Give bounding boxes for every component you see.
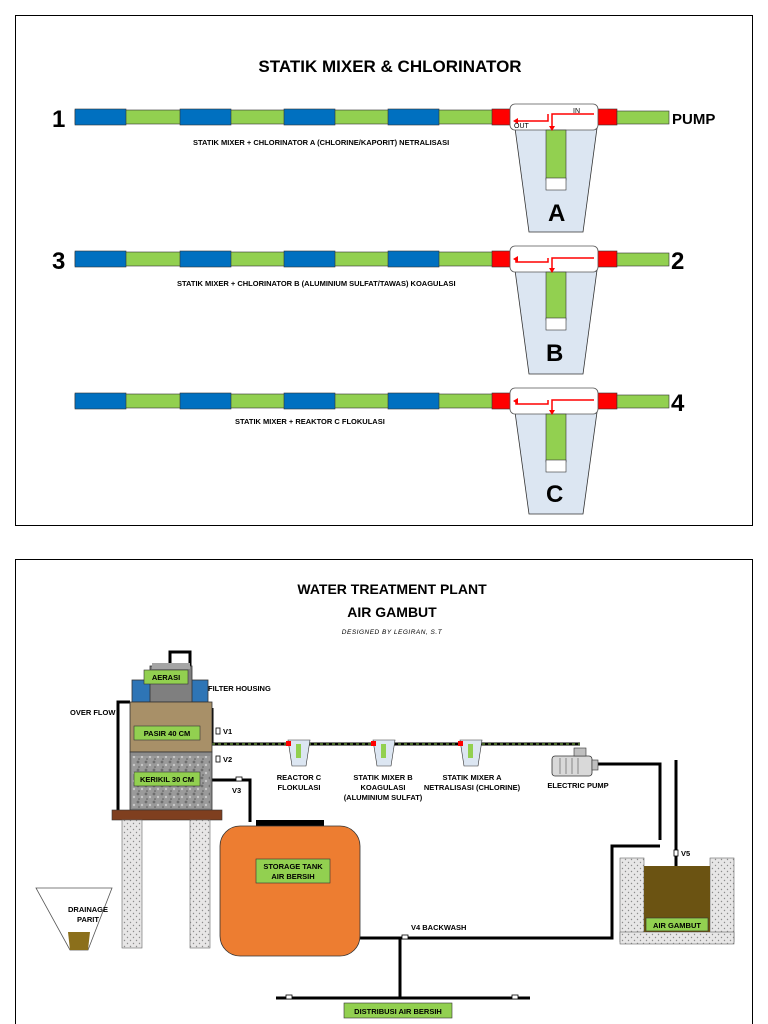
reactor-c-label: REACTOR C xyxy=(277,773,322,782)
filter-housing-label: FILTER HOUSING xyxy=(208,684,271,693)
netralisasi-label: NETRALISASI (CHLORINE) xyxy=(424,783,521,792)
static-mixer-segment xyxy=(387,108,440,126)
row-3-caption: STATIK MIXER + REAKTOR C FLOKULASI xyxy=(235,417,385,426)
wtp-panel xyxy=(15,559,753,1024)
row-2-caption: STATIK MIXER + CHLORINATOR B (ALUMINIUM … xyxy=(177,279,456,288)
valve-v5-label: V5 xyxy=(681,849,690,858)
distribusi-label: DISTRIBUSI AIR BERSIH xyxy=(354,1007,442,1016)
out-label: OUT xyxy=(514,123,530,130)
static-mixer-segment xyxy=(74,250,127,268)
valve-v1-label: V1 xyxy=(223,727,232,736)
valve-fitting xyxy=(596,108,618,126)
valve-fitting xyxy=(491,392,513,410)
row-number-2: 2 xyxy=(671,248,684,275)
top-title: STATIK MIXER & CHLORINATOR xyxy=(258,57,521,76)
wtp-title: WATER TREATMENT PLANT xyxy=(297,581,487,597)
row-1-caption: STATIK MIXER + CHLORINATOR A (CHLORINE/K… xyxy=(193,138,449,147)
valve-fitting xyxy=(491,108,513,126)
row-number-1: 1 xyxy=(52,106,65,133)
reactor-label-b: B xyxy=(546,340,563,367)
row-number-4: 4 xyxy=(671,390,685,417)
mixer-row-2: B 3 2 STATIK MIXER + CHLORINATOR B (ALUM… xyxy=(52,245,684,375)
valve-fitting xyxy=(596,392,618,410)
static-mixer-segment xyxy=(179,108,232,126)
storage-tank-label: STORAGE TANK xyxy=(263,862,323,871)
over-flow-label: OVER FLOW xyxy=(70,708,116,717)
flokulasi-label: FLOKULASI xyxy=(278,783,321,792)
static-mixer-segment xyxy=(74,108,127,126)
drainage-label: DRAINAGE xyxy=(68,905,108,914)
valve-fitting xyxy=(491,250,513,268)
static-mixer-panel xyxy=(15,15,753,526)
valve-v2-label: V2 xyxy=(223,755,232,764)
static-mixer-segment xyxy=(179,392,232,410)
mixer-b-unit xyxy=(371,739,396,767)
static-mixer-segment xyxy=(283,392,336,410)
row-number-3: 3 xyxy=(52,248,65,275)
mixer-a-unit xyxy=(458,739,483,767)
static-mixer-segment xyxy=(179,250,232,268)
static-mixer-segment xyxy=(283,108,336,126)
valve-fitting xyxy=(596,250,618,268)
reactor-label-c: C xyxy=(546,481,563,508)
static-mixer-segment xyxy=(387,250,440,268)
static-mixer-segment xyxy=(283,250,336,268)
valve-v3-label: V3 xyxy=(232,786,241,795)
pasir-label: PASIR 40 CM xyxy=(144,729,191,738)
air-gambut-label: AIR GAMBUT xyxy=(653,921,701,930)
mixer-row-1: IN OUT A 1 PUMP STATIK MIXER + CHLORINAT… xyxy=(52,103,715,233)
reactor-label-a: A xyxy=(548,200,565,227)
mixer-a-label: STATIK MIXER A xyxy=(442,773,502,782)
mixer-row-3: C 4 STATIK MIXER + REAKTOR C FLOKULASI xyxy=(74,387,685,515)
static-mixer-segment xyxy=(387,392,440,410)
designer-credit: DESIGNED BY LEGIRAN, S.T xyxy=(342,629,443,636)
pump-label: PUMP xyxy=(672,111,715,128)
reactor-c-unit xyxy=(286,739,311,767)
valve-v4-label: V4 BACKWASH xyxy=(411,923,466,932)
static-mixer-segment xyxy=(74,392,127,410)
in-label: IN xyxy=(573,108,580,115)
filter-stand xyxy=(111,809,223,949)
filter-housing xyxy=(129,663,213,811)
storage-tank xyxy=(219,820,361,957)
valve-markers xyxy=(215,727,679,1000)
electric-pump xyxy=(551,747,599,777)
kerikil-label: KERIKIL 30 CM xyxy=(140,775,194,784)
parit-label: PARIT xyxy=(77,915,99,924)
aluminium-label: (ALUMINIUM SULFAT) xyxy=(344,793,423,802)
electric-pump-label: ELECTRIC PUMP xyxy=(547,781,608,790)
aerasi-label: AERASI xyxy=(152,673,180,682)
air-bersih-label: AIR BERSIH xyxy=(271,872,314,881)
mixer-b-label: STATIK MIXER B xyxy=(353,773,413,782)
wtp-subtitle: AIR GAMBUT xyxy=(347,604,437,620)
drainage-parit xyxy=(35,887,113,951)
koagulasi-label: KOAGULASI xyxy=(361,783,406,792)
